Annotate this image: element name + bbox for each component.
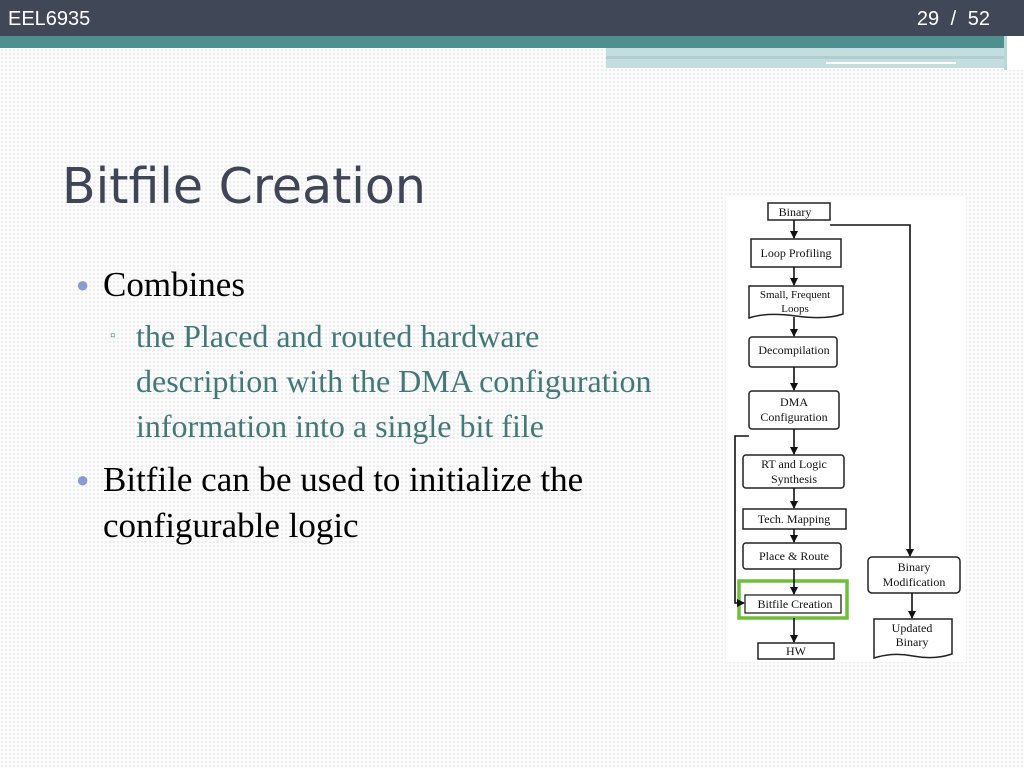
node-dma-configuration-label-2: Configuration [760,410,827,424]
node-updated-binary-label-1: Updated [892,621,933,635]
node-binary-modification-label-1: Binary [898,560,931,574]
page-number: 29 [916,8,940,30]
header-bar [0,0,1024,36]
bullet-text: Combines [103,265,245,304]
node-rt-logic-synthesis-label-1: RT and Logic [761,457,827,471]
node-bitfile-creation-label: Bitfile Creation [758,597,833,611]
node-small-frequent-loops-label-2: Loops [781,303,809,315]
slide-title: Bitfile Creation [62,158,426,215]
sub-bullet-square: ▫ [110,328,116,344]
node-small-frequent-loops-label-1: Small, Frequent [760,289,830,301]
header-accent-corner [1004,36,1024,70]
header-accent-band [0,36,1024,48]
node-loop-profiling [750,238,842,268]
bullet-combines: ● Combines [74,262,654,308]
node-small-frequent-loops [748,285,844,320]
header-accent-line [606,56,1024,59]
node-place-route-label: Place & Route [759,549,829,563]
header-accent-white [826,62,956,64]
node-decompilation-label: Decompilation [758,343,829,357]
page-total: / 52 [950,8,990,30]
flowchart-figure: Binary Loop Profiling Small, Frequent Lo… [726,196,966,662]
node-binary [767,202,831,221]
node-binary-modification-label-2: Modification [883,575,946,589]
node-decompilation [748,336,838,368]
bullet-dot: ● [76,272,90,297]
node-place-route [742,542,842,570]
sub-bullet: ▫ the Placed and routed hardware descrip… [74,314,654,449]
node-updated-binary [873,618,953,660]
node-binary-label: Binary [779,205,812,219]
node-hw-label: HW [786,644,807,658]
node-updated-binary-label-2: Binary [896,635,929,649]
node-dma-configuration-label-1: DMA [780,395,808,409]
bullet-bitfile: ● Bitfile can be used to initialize the … [74,457,654,549]
arrow-binary-to-modification [830,224,914,557]
sub-bullet-text: the Placed and routed hardware descripti… [136,318,652,444]
slide-body: ● Combines ▫ the Placed and routed hardw… [74,262,654,557]
node-hw [757,642,835,660]
node-binary-modification [867,556,961,594]
bullet-dot: ● [76,467,90,492]
page-indicator: 29 / 52 [917,8,990,31]
arrow-dma-to-bitfile [734,435,749,607]
node-rt-logic-synthesis-label-2: Synthesis [771,472,817,486]
node-loop-profiling-label: Loop Profiling [761,246,832,260]
node-bitfile-creation [744,594,842,614]
bullet-text: Bitfile can be used to initialize the co… [103,460,584,545]
node-tech-mapping-label: Tech. Mapping [758,512,830,526]
course-code: EEL6935 [8,8,91,30]
flowchart: Binary Loop Profiling Small, Frequent Lo… [734,202,961,660]
